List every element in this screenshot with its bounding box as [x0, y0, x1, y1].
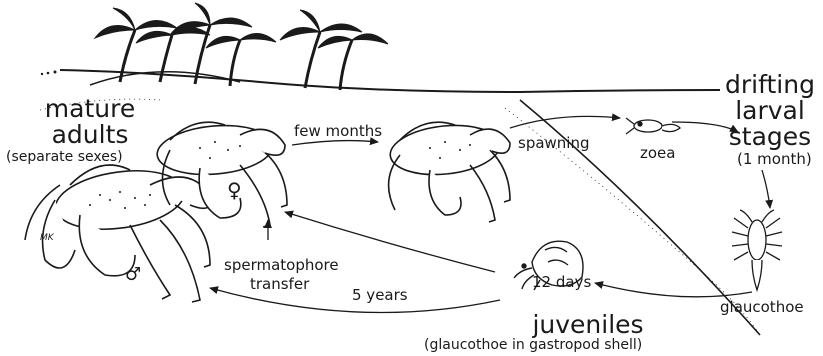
arrow-spawning [510, 116, 620, 128]
glaucothoe-larva [732, 210, 782, 290]
twelve-days-label: 12 days [532, 275, 591, 290]
juveniles-subtitle: (glaucothoe in gastropod shell) [424, 338, 642, 352]
zoea-label: zoea [640, 146, 675, 161]
arrow-few-months [292, 141, 378, 145]
few-months-label: few months [294, 124, 382, 139]
mature-adults-subtitle: (separate sexes) [6, 150, 123, 164]
spawning-crab [388, 120, 510, 222]
female-symbol: ♀ [227, 180, 242, 200]
juveniles-label: juveniles [520, 312, 656, 337]
palm-island [41, 3, 720, 92]
artist-initials: MK [40, 234, 54, 243]
mature-adults-line2: adults [30, 122, 150, 147]
male-symbol: ♂ [125, 266, 141, 284]
arrow-to-juveniles [595, 283, 752, 297]
drifting-line3: stages [720, 124, 820, 149]
zoea-larva [626, 118, 680, 134]
female-crab [155, 121, 287, 227]
mature-adults-line1: mature [30, 96, 150, 121]
spermatophore-line2: transfer [250, 277, 309, 292]
five-years-label: 5 years [352, 288, 408, 303]
drifting-subtitle: (1 month) [737, 152, 812, 167]
spawning-label: spawning [518, 136, 590, 151]
drifting-line2: larval [720, 98, 820, 123]
arrow-to-glaucothoe [762, 170, 770, 208]
glaucothoe-label: glaucothoe [720, 300, 804, 315]
drifting-line1: drifting [720, 72, 820, 97]
spermatophore-line1: spermatophore [224, 258, 339, 273]
